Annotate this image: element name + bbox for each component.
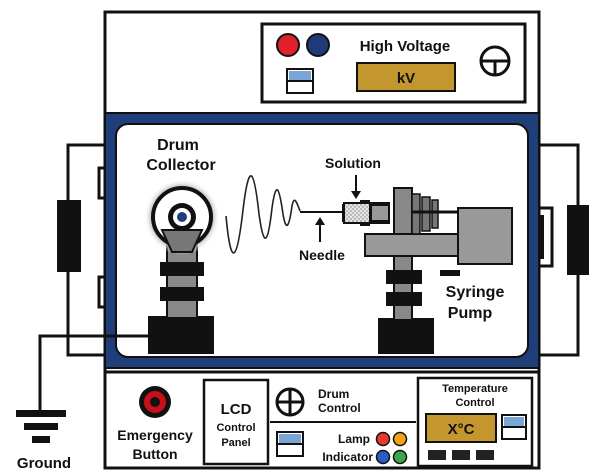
- kv-display: kV: [356, 62, 456, 92]
- syringe: [300, 200, 390, 226]
- lcd-label-2: Control: [216, 422, 255, 434]
- ground-symbol: [32, 436, 50, 443]
- drum-collector: Drum Collector: [144, 137, 220, 354]
- drum-stand-base: [148, 316, 214, 354]
- lamp-label-2: Indicator: [322, 450, 373, 464]
- fiber-jet: [225, 175, 301, 254]
- emergency-label-2: Button: [132, 446, 177, 462]
- pump-rail: [364, 233, 462, 257]
- lcd-label-3: Panel: [221, 437, 250, 449]
- left-resistor: [57, 200, 81, 272]
- lamp-label-1: Lamp: [338, 432, 370, 446]
- temperature-switch[interactable]: [501, 414, 527, 440]
- pump-motor-box: [457, 207, 513, 265]
- chamber-interior: [115, 123, 529, 358]
- temp-button-1[interactable]: [428, 450, 446, 460]
- temperature-display-value: X°C: [448, 421, 475, 438]
- right-resistor: [567, 205, 589, 275]
- ground-label: Ground: [17, 455, 71, 472]
- temperature-label-2: Control: [455, 397, 494, 409]
- solution-label: Solution: [325, 155, 381, 171]
- temperature-display: [425, 413, 497, 443]
- solution-barrel: [343, 202, 371, 224]
- lamp-red: [375, 431, 391, 447]
- hv-title: High Voltage: [360, 38, 451, 55]
- lamp-orange: [392, 431, 408, 447]
- ground-wire: [38, 334, 148, 410]
- temperature-control: Temperature Control X°C: [416, 376, 534, 468]
- kv-display-value: kV: [397, 70, 415, 87]
- temperature-label-1: Temperature: [442, 383, 508, 395]
- ground: Ground: [16, 334, 148, 472]
- needle-label: Needle: [299, 247, 345, 263]
- drum-control-label-2: Control: [318, 401, 361, 415]
- lamp-blue: [375, 449, 391, 465]
- lamp-switch[interactable]: [276, 431, 304, 457]
- syringe-pump-label-1: Syringe: [446, 284, 505, 301]
- lamp-green: [392, 449, 408, 465]
- hv-knob[interactable]: [479, 45, 511, 77]
- drum-control-knob[interactable]: [275, 387, 305, 417]
- syringe-pump: Syringe Pump: [364, 187, 513, 354]
- drum-collector-label-1: Drum: [157, 137, 199, 154]
- emergency-label-1: Emergency: [117, 427, 193, 443]
- emergency-button[interactable]: [139, 386, 171, 418]
- hv-switch[interactable]: [286, 68, 314, 94]
- hv-red-terminal: [276, 33, 300, 57]
- lcd-label-1: LCD: [221, 401, 252, 418]
- temp-button-3[interactable]: [476, 450, 494, 460]
- syringe-pump-label-2: Pump: [448, 305, 493, 322]
- drum-control-label-1: Drum: [318, 387, 349, 401]
- high-voltage-panel: High Voltage kV: [260, 22, 527, 104]
- hv-blue-terminal: [306, 33, 330, 57]
- temp-button-2[interactable]: [452, 450, 470, 460]
- lcd-control-panel[interactable]: LCD Control Panel: [202, 378, 270, 466]
- drum-collector-label-2: Collector: [146, 157, 215, 174]
- control-panel: Emergency Button LCD Control Panel Drum …: [105, 370, 539, 468]
- pump-stand-base: [378, 318, 434, 354]
